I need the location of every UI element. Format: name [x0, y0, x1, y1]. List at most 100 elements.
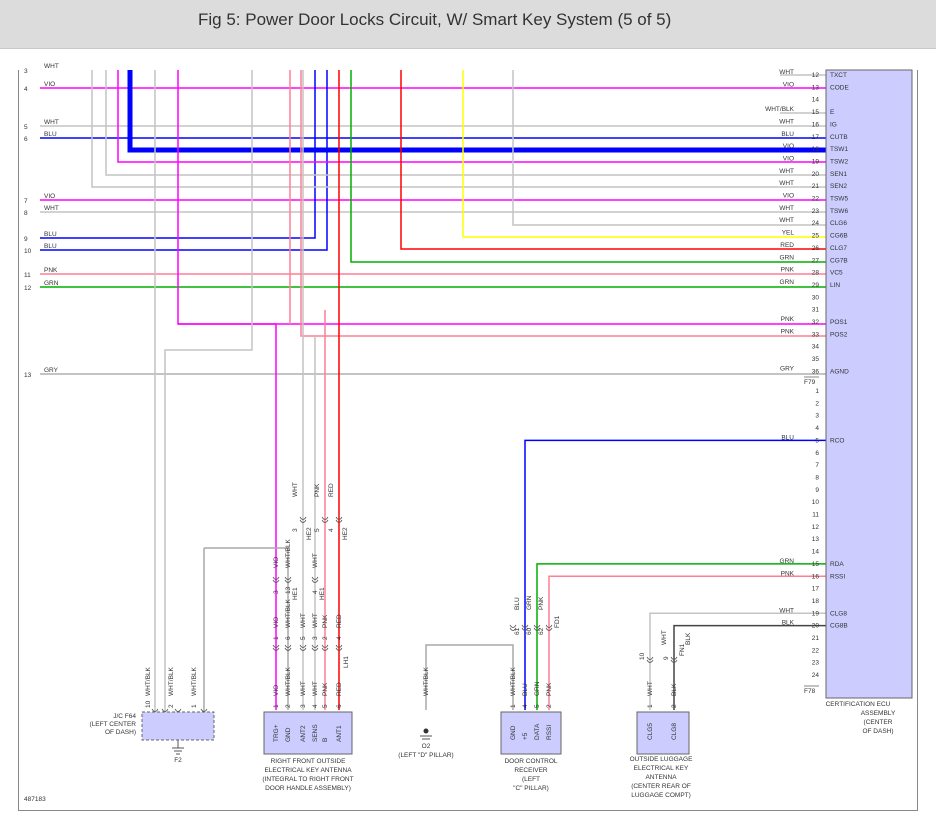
ecu-terminal-name: AGND	[830, 368, 849, 375]
jc-caption-line: (LEFT CENTER	[90, 721, 137, 728]
he1-chevron	[272, 576, 280, 583]
receiver-terminal-name: RSSI	[546, 725, 553, 740]
ecu-terminal-name: CG6B	[830, 233, 848, 240]
receiver-caption-line: DOOR CONTROL	[504, 758, 557, 765]
ecu-pin-number: 16	[812, 121, 820, 128]
ecu-pin-number: 28	[812, 270, 820, 277]
lh1-wire-label: WHT	[300, 613, 307, 628]
ecu-pin-number: 29	[812, 282, 820, 289]
fn1-chevron	[646, 656, 654, 663]
ecu-terminal-name: E	[830, 109, 835, 116]
ecu-terminal-name: POS1	[830, 319, 848, 326]
lh1-pin-number: 1	[273, 636, 280, 640]
lh1-chevron	[335, 644, 343, 651]
receiver-wire-label: GRN	[534, 681, 541, 696]
ecu-caption-line: CERTIFICATION ECU	[826, 701, 891, 708]
ecu-wire-color-label: GRN	[780, 558, 795, 565]
lh1-wire-label: WHT	[312, 613, 319, 628]
title-bar: Fig 5: Power Door Locks Circuit, W/ Smar…	[0, 0, 936, 49]
diagram-id: 487183	[24, 796, 46, 803]
ecu-pin-number: 12	[812, 72, 820, 79]
ground-icon	[420, 735, 432, 740]
ecu-pin-number: 18	[812, 146, 820, 153]
component-layer	[141, 69, 913, 755]
receiver-pin-number: 1	[510, 704, 517, 708]
ecu-pin-number: 12	[812, 524, 820, 531]
lh1-chevron	[299, 644, 307, 651]
connector-fd1: FD1	[554, 615, 561, 628]
left-wire-color-label: BLU	[44, 243, 57, 250]
ground-label-f2: F2	[174, 757, 182, 764]
ecu-caption-line: ASSEMBLY	[861, 710, 896, 717]
antenna-wire-label: RED	[336, 682, 343, 696]
fd1-wire-label: BLU	[514, 597, 521, 610]
ecu-caption-line: (CENTER	[864, 719, 893, 726]
ecu-terminal-name: POS2	[830, 331, 848, 338]
diagram-frame	[18, 70, 918, 811]
ecu-terminal-name: CLG7	[830, 245, 847, 252]
luggage-caption-line: ELECTRICAL KEY	[634, 765, 689, 772]
receiver-terminal-name: DATA	[534, 723, 541, 740]
ecu-wire-color-label: RED	[780, 242, 794, 249]
receiver-caption-line: (LEFT	[522, 776, 540, 783]
fn1-wire-label: WHT	[661, 630, 668, 645]
left-wire-number: 3	[24, 68, 28, 75]
antenna-pin-number: 1	[273, 704, 280, 708]
left-wire-color-label: WHT	[44, 63, 59, 70]
ecu-wire-color-label: GRN	[780, 279, 795, 286]
lh1-pin-number: 4	[336, 636, 343, 640]
left-wire-color-label: WHT	[44, 119, 59, 126]
left-wire-color-label: WHT	[44, 205, 59, 212]
ecu-pin-number: 24	[812, 220, 820, 227]
ecu-terminal-name: RCO	[830, 437, 844, 444]
ground-label-o2: O2	[422, 743, 431, 750]
luggage-terminal-name: CLG5	[647, 723, 654, 740]
fd1-chevron	[545, 624, 553, 631]
antenna-pin-number: 5	[322, 704, 329, 708]
ecu-terminal-name: SEN2	[830, 183, 847, 190]
receiver-pin-number: 2	[546, 704, 553, 708]
left-wire-number: 8	[24, 210, 28, 217]
ecu-terminal-name: CG8B	[830, 623, 848, 630]
ecu-wire-color-label: VIO	[783, 155, 794, 162]
antenna-wire-label: WHT/BLK	[285, 666, 292, 696]
wire-tsw2	[117, 70, 826, 163]
jc-pin-number: 2	[168, 704, 175, 708]
ecu-pin-number: 6	[815, 450, 819, 457]
left-wire-color-label: BLU	[44, 131, 57, 138]
ecu-terminal-name: CODE	[830, 84, 849, 91]
ecu-connector-f78: F78	[804, 688, 816, 695]
he1-pin-number: 4	[312, 590, 319, 594]
ecu-caption-line: OF DASH)	[862, 728, 893, 735]
ecu-pin-number: 17	[812, 586, 820, 593]
wire-rssi	[548, 575, 826, 710]
ecu-wire-color-label: PNK	[781, 328, 795, 335]
wire-cg8b	[673, 624, 826, 710]
lh1-pin-number: 6	[285, 636, 292, 640]
ecu-terminal-name: TXCT	[830, 72, 847, 79]
ecu-terminal-name: TSW6	[830, 208, 848, 215]
ecu-wire-color-label: WHT/BLK	[765, 106, 795, 113]
luggage-terminal-name: CLG8	[671, 723, 678, 740]
wire-blu-9	[40, 70, 316, 239]
left-wire-number: 12	[24, 285, 32, 292]
fd1-chevron	[521, 624, 529, 631]
receiver-caption-line: RECEIVER	[514, 767, 548, 774]
ecu-wire-color-label: WHT	[779, 205, 794, 212]
connector-he2: HE2	[306, 527, 313, 540]
he1-chevron	[311, 576, 319, 583]
jc-pin-number: 1	[191, 704, 198, 708]
receiver-caption-line: "C" PILLAR)	[513, 785, 549, 792]
lh1-pin-number: 2	[322, 636, 329, 640]
antenna-pin-number: 4	[312, 704, 319, 708]
ecu-wire-color-label: VIO	[783, 143, 794, 150]
ecu-pin-number: 23	[812, 660, 820, 667]
wire-pos1-vio	[177, 70, 826, 325]
wire-clg6	[512, 70, 826, 226]
ecu-wire-color-label: VIO	[783, 81, 794, 88]
ecu-pin-number: 10	[812, 499, 820, 506]
jc-wire-label: WHT/BLK	[191, 666, 198, 696]
left-wire-color-label: BLU	[44, 231, 57, 238]
ecu-pin-number: 13	[812, 536, 820, 543]
